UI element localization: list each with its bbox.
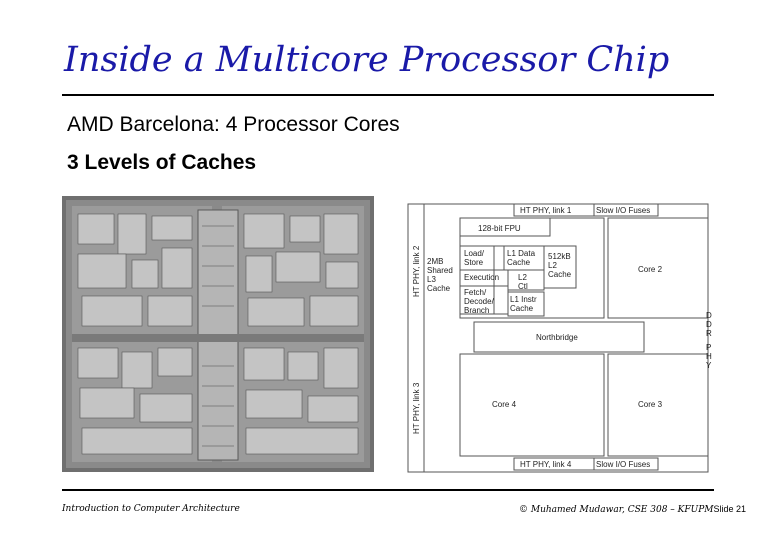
svg-text:L1 Instr Cache: L1 Instr Cache <box>510 295 539 313</box>
label-core4: Core 4 <box>492 400 517 409</box>
svg-text:L1 Data Cache: L1 Data Cache <box>507 249 537 267</box>
label-ht-link3: HT PHY, link 3 <box>412 382 421 434</box>
label-load-store-1: Load/ <box>464 249 485 258</box>
label-load-store-2: Store <box>464 258 484 267</box>
svg-text:2MB Shared L3 Cach: 2MB Shared L3 Cache <box>427 257 455 293</box>
label-fpu: 128-bit FPU <box>478 224 521 233</box>
label-slow-io-top: Slow I/O Fuses <box>596 206 650 215</box>
footer-credit: © Muhamed Mudawar, CSE 308 – KFUPMSlide … <box>519 504 746 515</box>
label-ht-link2: HT PHY, link 2 <box>412 245 421 297</box>
footer-divider <box>62 489 714 491</box>
label-fetch-2: Decode/ <box>464 297 495 306</box>
label-ddr-phy-5: P <box>706 343 711 352</box>
label-core2: Core 2 <box>638 265 663 274</box>
label-l2-cache-1: 512kB <box>548 252 571 261</box>
title-divider <box>62 94 714 96</box>
label-ddr-phy-7: Y <box>706 361 712 370</box>
label-fetch-1: Fetch/ <box>464 288 487 297</box>
chip-floorplan-diagram: HT PHY, link 1 Slow I/O Fuses HT PHY, li… <box>407 203 714 473</box>
label-l1-instr-2: Cache <box>510 304 534 313</box>
label-ddr-phy-1: D <box>706 311 712 320</box>
label-ht-link1: HT PHY, link 1 <box>520 206 572 215</box>
label-l2-ctl-1: L2 <box>518 273 527 282</box>
label-l2-cache-3: Cache <box>548 270 572 279</box>
label-ddr-phy-2: D <box>706 320 712 329</box>
label-ht-link4: HT PHY, link 4 <box>520 460 572 469</box>
label-l3-cache-1: 2MB <box>427 257 443 266</box>
slide-title: Inside a Multicore Processor Chip <box>64 40 670 80</box>
label-l2-cache-2: L2 <box>548 261 557 270</box>
svg-text:512kB L2 Cache: 512kB L2 Cache <box>548 252 573 279</box>
label-fetch-3: Branch <box>464 306 489 315</box>
svg-text:D D R P H: D D R P H Y <box>706 311 714 370</box>
svg-text:L2 Ctl: L2 Ctl <box>518 273 529 291</box>
label-core3: Core 3 <box>638 400 663 409</box>
svg-text:Fetch/ Decode/ Branch: Fetch/ Decode/ Branch <box>464 288 496 315</box>
label-northbridge: Northbridge <box>536 333 578 342</box>
die-photo <box>62 196 374 472</box>
label-l1-data-2: Cache <box>507 258 531 267</box>
label-l3-cache-4: Cache <box>427 284 451 293</box>
label-l1-data-1: L1 Data <box>507 249 536 258</box>
svg-text:Load/ Store: Load/ Store <box>464 249 486 267</box>
bullet-cache-levels: 3 Levels of Caches <box>67 151 257 174</box>
label-ddr-phy-6: H <box>706 352 712 361</box>
label-ddr-phy-3: R <box>706 329 712 338</box>
label-slow-io-bottom: Slow I/O Fuses <box>596 460 650 469</box>
label-l1-instr-1: L1 Instr <box>510 295 537 304</box>
label-l3-cache-2: Shared <box>427 266 453 275</box>
footer-course: Introduction to Computer Architecture <box>62 504 240 514</box>
label-l2-ctl-2: Ctl <box>518 282 528 291</box>
label-execution: Execution <box>464 273 499 282</box>
footer-slide-number: Slide 21 <box>713 504 746 514</box>
label-l3-cache-3: L3 <box>427 275 436 284</box>
footer-author: © Muhamed Mudawar, CSE 308 – KFUPM <box>519 505 714 515</box>
bullet-processor-cores: AMD Barcelona: 4 Processor Cores <box>67 113 400 136</box>
